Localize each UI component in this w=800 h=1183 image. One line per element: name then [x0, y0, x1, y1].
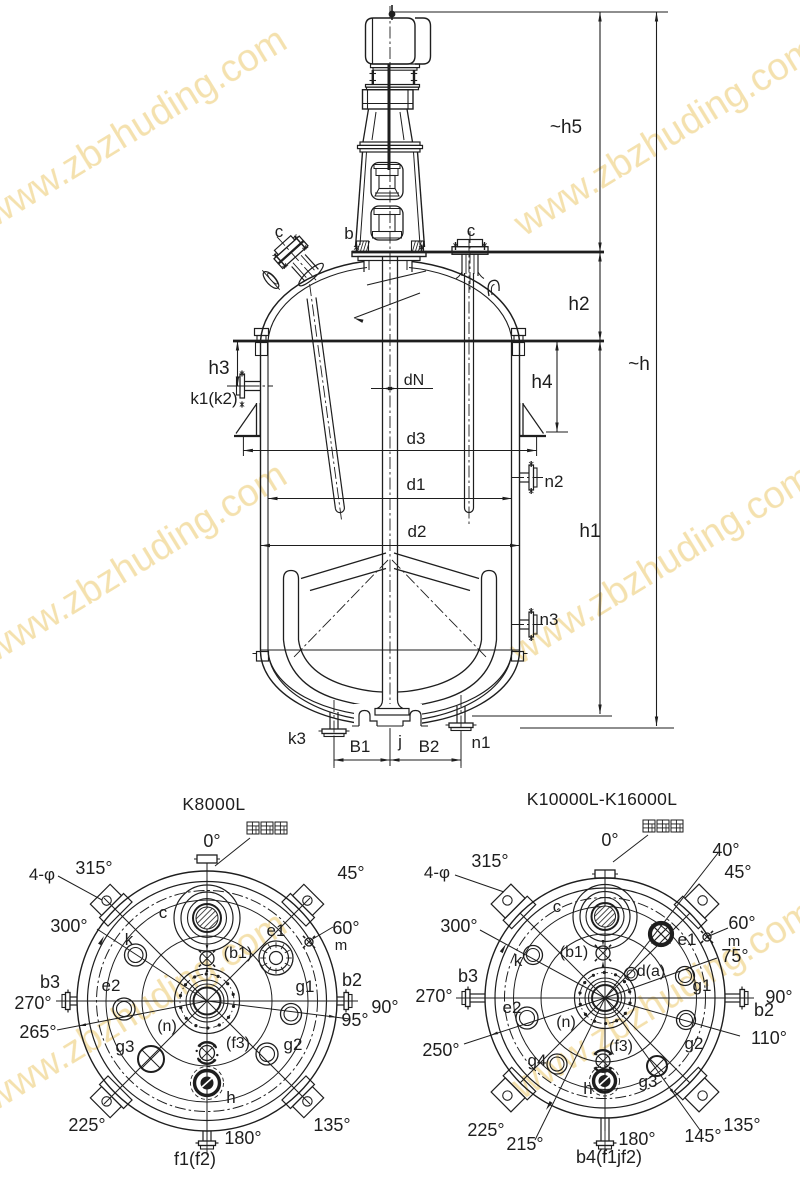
- svg-text:k3: k3: [288, 729, 306, 748]
- svg-text:(f3): (f3): [226, 1035, 250, 1052]
- svg-text:300°: 300°: [440, 916, 477, 936]
- svg-text:215°: 215°: [506, 1134, 543, 1154]
- svg-text:g1: g1: [296, 977, 315, 996]
- svg-text:d2: d2: [408, 522, 427, 541]
- svg-text:4-φ: 4-φ: [424, 863, 450, 882]
- svg-text:K10000L-K16000L: K10000L-K16000L: [527, 789, 677, 809]
- svg-text:(b1): (b1): [224, 945, 252, 962]
- svg-text:45°: 45°: [337, 863, 364, 883]
- svg-text:315°: 315°: [75, 858, 112, 878]
- svg-text:95°: 95°: [341, 1010, 368, 1030]
- svg-text:B1: B1: [350, 737, 371, 756]
- svg-text:dN: dN: [404, 372, 424, 389]
- svg-text:90°: 90°: [765, 987, 792, 1007]
- svg-text:270°: 270°: [14, 993, 51, 1013]
- svg-text:145°: 145°: [684, 1126, 721, 1146]
- svg-text:e2: e2: [503, 998, 522, 1017]
- svg-text:B2: B2: [419, 737, 440, 756]
- svg-text:g2: g2: [284, 1035, 303, 1054]
- svg-text:k1(k2): k1(k2): [190, 389, 237, 408]
- svg-text:K8000L: K8000L: [182, 794, 245, 814]
- svg-text:m: m: [728, 933, 741, 950]
- svg-text:m: m: [335, 937, 348, 954]
- svg-text:(n): (n): [556, 1014, 576, 1031]
- svg-text:g4: g4: [528, 1051, 547, 1070]
- svg-text:270°: 270°: [415, 986, 452, 1006]
- svg-text:40°: 40°: [712, 840, 739, 860]
- svg-text:e1: e1: [678, 930, 697, 949]
- svg-text:~h5: ~h5: [550, 117, 582, 138]
- svg-text:f1(f2): f1(f2): [174, 1149, 216, 1169]
- svg-text:90°: 90°: [371, 997, 398, 1017]
- svg-text:g3: g3: [639, 1072, 658, 1091]
- svg-text:250°: 250°: [422, 1040, 459, 1060]
- svg-text:b3: b3: [40, 972, 60, 992]
- svg-text:d1: d1: [407, 475, 426, 494]
- svg-text:(f3): (f3): [609, 1038, 633, 1055]
- svg-text:135°: 135°: [723, 1115, 760, 1135]
- svg-text:b2: b2: [342, 970, 362, 990]
- svg-text:j: j: [397, 732, 402, 751]
- svg-text:0°: 0°: [601, 830, 618, 850]
- svg-text:e2: e2: [102, 976, 121, 995]
- svg-text:d3: d3: [407, 429, 426, 448]
- svg-text:315°: 315°: [471, 851, 508, 871]
- svg-text:c: c: [159, 903, 168, 922]
- svg-text:110°: 110°: [751, 1028, 787, 1048]
- svg-text:75°: 75°: [721, 946, 748, 966]
- svg-text:(n): (n): [157, 1018, 177, 1035]
- svg-text:300°: 300°: [50, 916, 87, 936]
- svg-text:c: c: [467, 221, 476, 240]
- svg-text:225°: 225°: [68, 1115, 105, 1135]
- svg-text:h: h: [226, 1088, 235, 1107]
- svg-text:n2: n2: [545, 472, 564, 491]
- svg-text:b2: b2: [754, 1000, 774, 1020]
- svg-text:225°: 225°: [467, 1120, 504, 1140]
- svg-text:180°: 180°: [618, 1129, 655, 1149]
- svg-text:60°: 60°: [728, 913, 755, 933]
- svg-text:b: b: [344, 224, 353, 243]
- svg-text:n1: n1: [472, 733, 491, 752]
- svg-text:k: k: [125, 930, 134, 949]
- svg-text:n3: n3: [540, 610, 559, 629]
- svg-text:4-φ: 4-φ: [29, 865, 55, 884]
- svg-text:135°: 135°: [313, 1115, 350, 1135]
- svg-text:b3: b3: [458, 966, 478, 986]
- svg-text:60°: 60°: [332, 918, 359, 938]
- svg-text:c: c: [275, 222, 284, 241]
- svg-text:~h: ~h: [628, 354, 650, 375]
- svg-text:e1: e1: [267, 921, 286, 940]
- svg-text:h2: h2: [568, 294, 589, 315]
- svg-text:(b1): (b1): [560, 944, 588, 961]
- svg-text:h1: h1: [579, 521, 600, 542]
- svg-text:d(a): d(a): [637, 963, 665, 980]
- svg-text:k: k: [514, 951, 523, 970]
- svg-text:b4(f1jf2): b4(f1jf2): [576, 1147, 642, 1167]
- svg-text:265°: 265°: [19, 1022, 56, 1042]
- svg-text:h3: h3: [208, 358, 229, 379]
- svg-text:g1: g1: [693, 976, 712, 995]
- svg-text:0°: 0°: [203, 831, 220, 851]
- svg-text:g3: g3: [116, 1037, 135, 1056]
- svg-text:180°: 180°: [224, 1128, 261, 1148]
- svg-text:45°: 45°: [724, 862, 751, 882]
- svg-text:g2: g2: [685, 1034, 704, 1053]
- svg-text:h4: h4: [531, 372, 553, 393]
- svg-text:h: h: [583, 1079, 592, 1098]
- svg-text:c: c: [553, 897, 562, 916]
